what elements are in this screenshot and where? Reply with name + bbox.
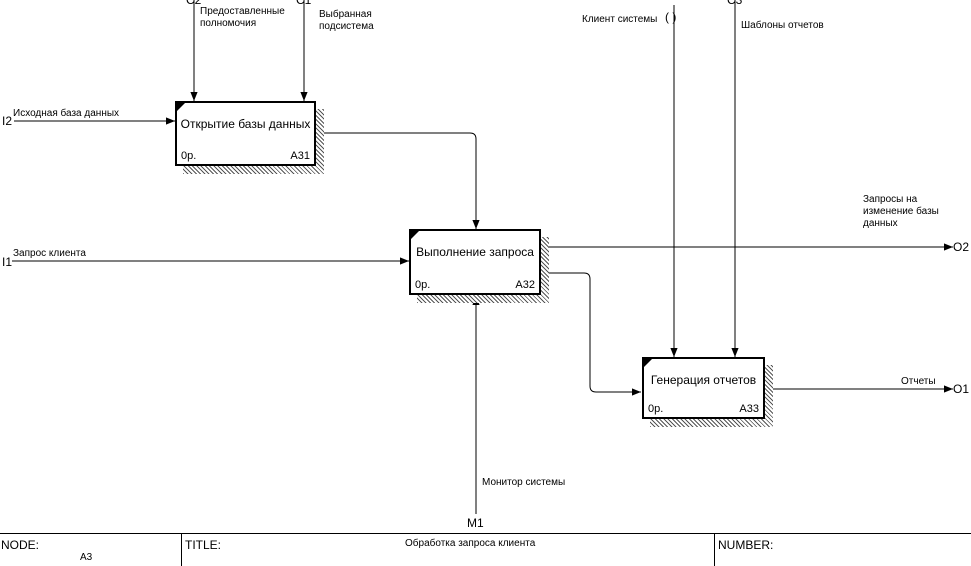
activity-number: A31 (290, 150, 310, 162)
footer-number-label: NUMBER: (718, 538, 774, 552)
box-corner-mark (411, 231, 419, 239)
label-client-request: Запрос клиента (13, 248, 86, 259)
tunnel-c2: C2 (186, 0, 202, 7)
footer-node-label: NODE: (1, 538, 40, 552)
activity-title: Выполнение запроса (416, 245, 534, 259)
tunnel-paren-marker: ( ) (665, 10, 677, 24)
activity-box-a32[interactable]: Выполнение запроса 0р. A32 (409, 229, 541, 295)
activity-title: Открытие базы данных (180, 117, 311, 131)
label-source-db: Исходная база данных (13, 108, 120, 119)
arrow-open-db-to-query[interactable] (316, 132, 480, 229)
diagram-footer: NODE: A3 TITLE: Обработка запроса клиент… (0, 533, 971, 566)
label-db-change-requests: Запросы на изменение базы данных (863, 194, 939, 229)
footer-node-value: A3 (80, 552, 93, 563)
activity-box-a33[interactable]: Генерация отчетов 0р. A33 (642, 357, 765, 419)
footer-number-cell: NUMBER: (715, 534, 971, 566)
footer-title-label: TITLE: (185, 538, 222, 552)
arrow-query-to-report[interactable] (541, 272, 641, 396)
tunnel-i2: I2 (2, 114, 13, 128)
footer-node-cell: NODE: A3 (0, 534, 182, 566)
label-granted-rights: Предоставленные полномочия (200, 6, 285, 29)
tunnel-c3: C3 (727, 0, 743, 7)
activity-box-a31[interactable]: Открытие базы данных 0р. A31 (175, 101, 316, 166)
footer-title-cell: TITLE: Обработка запроса клиента (182, 534, 715, 566)
tunnel-c1: C1 (296, 0, 312, 7)
tunnel-m1: M1 (467, 516, 484, 530)
activity-number: A32 (515, 279, 535, 291)
label-chosen-subsystem: Выбранная подсистема (319, 9, 374, 32)
activity-title: Генерация отчетов (650, 373, 757, 387)
label-reports: Отчеты (901, 376, 936, 387)
activity-cost: 0р. (648, 403, 664, 415)
tunnel-i1: I1 (2, 255, 13, 269)
activity-cost: 0р. (181, 150, 197, 162)
footer-title-value: Обработка запроса клиента (405, 538, 536, 549)
label-report-templates: Шаблоны отчетов (741, 20, 824, 31)
label-system-monitor: Монитор системы (482, 477, 566, 488)
box-corner-mark (644, 359, 652, 367)
label-system-client: Клиент системы (582, 14, 658, 25)
activity-cost: 0р. (415, 279, 431, 291)
tunnel-o2: O2 (953, 240, 970, 254)
box-corner-mark (177, 103, 185, 111)
activity-number: A33 (739, 403, 759, 415)
tunnel-o1: O1 (953, 382, 970, 396)
